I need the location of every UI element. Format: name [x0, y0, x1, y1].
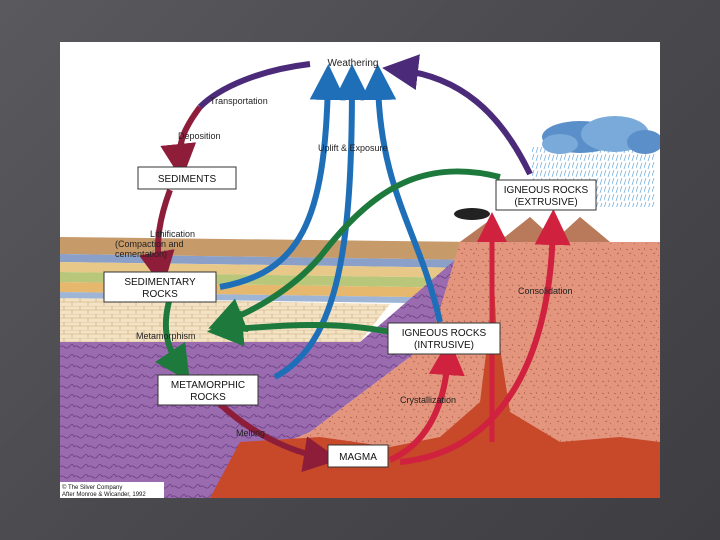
crystallization-label: Crystallization	[400, 395, 456, 405]
transportation-to-sediments-arrow	[160, 105, 203, 180]
sediments-label: SEDIMENTS	[158, 174, 217, 185]
lithification-line3: cementation)	[115, 249, 167, 259]
volcanic-mountains	[460, 217, 610, 242]
extrusive-to-weathering-arrow	[382, 54, 533, 176]
melting-arrow	[217, 401, 340, 472]
uplift-exposure-label: Uplift & Exposure	[318, 143, 388, 153]
metamorphism-label: Metamorphism	[136, 331, 196, 341]
uplift-arrow-metamorphic	[273, 64, 370, 380]
uplift-arrow-intrusive	[360, 64, 443, 323]
metamorphic-rocks-line2: ROCKS	[190, 392, 226, 403]
lithification-arrow	[139, 188, 175, 288]
igneous-extrusive-box: IGNEOUS ROCKS (EXTRUSIVE)	[495, 179, 597, 211]
deposition-label: Deposition	[178, 131, 221, 141]
magma-chamber	[210, 242, 660, 498]
metamorphic-zone	[60, 242, 480, 498]
magma-label: MAGMA	[339, 452, 377, 463]
igneous-extrusive-line1: IGNEOUS ROCKS	[504, 185, 589, 196]
lithification-label: Lithification (Compaction and cementatio…	[115, 229, 195, 259]
credit-line1: © The Silver Company	[62, 484, 122, 491]
igneous-intrusive-box: IGNEOUS ROCKS (INTRUSIVE)	[387, 322, 501, 355]
transportation-label: Transportation	[210, 96, 268, 106]
cycle-arrows	[139, 54, 571, 472]
extrusive-to-metamorphism-arrow	[208, 168, 501, 333]
igneous-extrusive-line2: (EXTRUSIVE)	[514, 197, 577, 208]
uplift-arrow-sedimentary	[219, 64, 346, 290]
credit-line2: After Monroe & Wicander, 1992	[62, 492, 146, 498]
igneous-intrusive-line2: (INTRUSIVE)	[414, 340, 474, 351]
sediments-box: SEDIMENTS	[137, 166, 237, 190]
metamorphic-rocks-box: METAMORPHIC ROCKS	[157, 374, 259, 406]
image-credit: © The Silver Company After Monroe & Wica…	[60, 482, 164, 498]
igneous-intrusive-line1: IGNEOUS ROCKS	[402, 328, 487, 339]
weathering-label: Weathering	[328, 58, 379, 69]
consolidation-label: Consolidation	[518, 286, 573, 296]
magma-box: MAGMA	[327, 444, 389, 468]
sedimentary-rocks-box: SEDIMENTARY ROCKS	[103, 271, 217, 303]
rock-cycle-diagram: SEDIMENTS SEDIMENTARY ROCKS METAMORPHIC …	[60, 42, 663, 498]
volcano-smoke	[454, 208, 490, 220]
sedimentary-rocks-line1: SEDIMENTARY	[124, 277, 196, 288]
intrusive-to-metamorphism-arrow	[207, 310, 391, 347]
weathering-to-transportation-arrow	[197, 61, 311, 110]
metamorphic-rocks-line1: METAMORPHIC	[171, 380, 245, 391]
lithification-line2: (Compaction and	[115, 239, 184, 249]
consolidation-arrow	[399, 209, 571, 465]
melting-label: Melting	[236, 428, 265, 438]
lithification-line1: Lithification	[150, 229, 195, 239]
sedimentary-rocks-line2: ROCKS	[142, 289, 178, 300]
crystallization-arrow	[388, 339, 465, 463]
sedimentary-to-metamorphic-arrow	[155, 297, 190, 382]
